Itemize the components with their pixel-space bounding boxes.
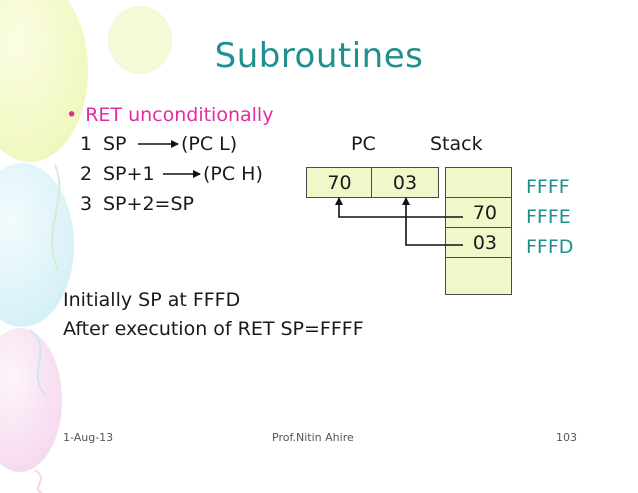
address-label: FFFF <box>526 176 570 198</box>
stack-label: Stack <box>430 133 483 155</box>
step-1-dst: (PC L) <box>181 133 238 155</box>
note-line: After execution of RET SP=FFFF <box>63 318 364 340</box>
note-line: Initially SP at FFFD <box>63 289 241 311</box>
address-label: FFFD <box>526 236 574 258</box>
stack-cell <box>445 167 512 199</box>
step-2-num: 2 <box>80 163 93 185</box>
step-3-text: SP+2=SP <box>103 193 194 215</box>
balloon-string <box>51 164 61 271</box>
stack-cell: 70 <box>445 197 512 229</box>
footer-date: 1-Aug-13 <box>63 431 114 444</box>
balloon-string <box>29 329 46 396</box>
stack-cell <box>445 257 512 295</box>
bullet-item: • RET unconditionally <box>66 104 273 126</box>
balloon-blue <box>0 163 74 327</box>
arrow-stack-to-pc-low-icon <box>402 197 463 246</box>
bullet-text: RET unconditionally <box>85 104 274 126</box>
stack-cell: 03 <box>445 227 512 259</box>
balloon-string <box>34 469 43 493</box>
balloon-pink <box>0 328 62 472</box>
step-1-src: SP <box>103 133 127 155</box>
step-3-num: 3 <box>80 193 93 215</box>
footer-page-number: 103 <box>556 431 577 444</box>
balloon-yellow <box>0 0 88 162</box>
bullet-dot-icon: • <box>66 104 78 126</box>
pc-high-cell: 70 <box>306 167 373 198</box>
step-1-num: 1 <box>80 133 93 155</box>
step-2-dst: (PC H) <box>203 163 263 185</box>
slide-title: Subroutines <box>214 36 424 76</box>
arrow-stack-to-pc-high-icon <box>335 197 463 218</box>
step-2-src: SP+1 <box>103 163 155 185</box>
pc-label: PC <box>351 133 376 155</box>
footer-author: Prof.Nitin Ahire <box>272 431 354 444</box>
address-label: FFFE <box>526 206 571 228</box>
balloon-green <box>108 6 172 74</box>
